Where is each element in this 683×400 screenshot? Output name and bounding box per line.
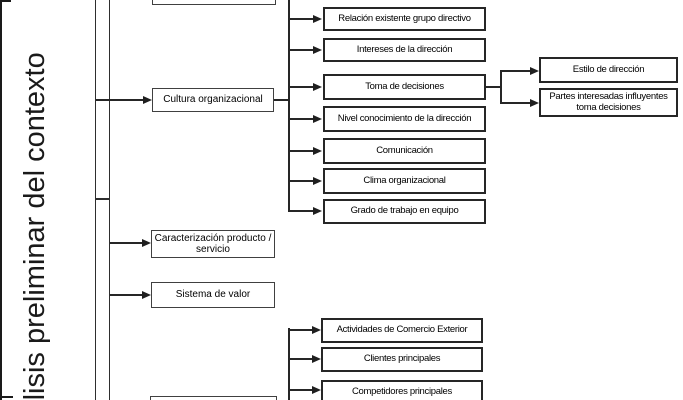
- connector-line: [290, 49, 313, 51]
- node-clientes-principales: Clientes principales: [321, 347, 483, 372]
- connector-line: [290, 210, 313, 212]
- connector-line: [290, 358, 312, 360]
- outer-left-border: [0, 0, 2, 400]
- outer-top-border-stub: [0, 0, 11, 2]
- node-actividades-comercio-exterior: Actividades de Comercio Exterior: [321, 318, 483, 343]
- connector-line: [290, 389, 312, 391]
- node-estilo-direccion: Estilo de dirección: [539, 57, 678, 83]
- connector-line: [110, 242, 142, 244]
- node-nivel-conocimiento: Nivel conocimiento de la dirección: [323, 106, 486, 132]
- node-intereses-direccion: Intereses de la dirección: [323, 38, 486, 62]
- arrow-icon: [313, 114, 322, 123]
- connector-line: [96, 99, 143, 101]
- node-grado-trabajo-equipo: Grado de trabajo en equipo: [323, 199, 486, 224]
- node-comunicacion: Comunicación: [323, 138, 486, 164]
- section-title-vertical: Análisis preliminar del contexto: [19, 52, 51, 400]
- connector-line: [486, 86, 501, 88]
- arrow-icon: [313, 45, 322, 54]
- connector-trunk-upper: [288, 0, 290, 212]
- arrow-icon: [143, 95, 152, 104]
- node-competidores-principales: Competidores principales: [321, 380, 483, 400]
- connector-line: [290, 150, 313, 152]
- node-partes-interesadas: Partes interesadas influyentes toma deci…: [539, 88, 678, 117]
- arrow-icon: [312, 325, 321, 334]
- arrow-icon: [142, 238, 151, 247]
- connector-line: [290, 18, 313, 20]
- node-clima-organizacional: Clima organizacional: [323, 168, 486, 194]
- node-cultura-organizacional: Cultura organizacional: [152, 88, 274, 112]
- node-toma-decisiones: Toma de decisiones: [323, 74, 486, 100]
- node-cropped-bottom: [150, 396, 277, 400]
- connector-line: [290, 86, 313, 88]
- connector-line: [502, 70, 530, 72]
- connector-line: [290, 180, 313, 182]
- node-relacion-grupo-directivo: Relación existente grupo directivo: [323, 7, 486, 31]
- connector-trunk-toma: [500, 70, 502, 104]
- arrow-icon: [142, 290, 151, 299]
- connector-line: [110, 294, 142, 296]
- arrow-icon: [313, 82, 322, 91]
- connector-line: [274, 99, 290, 101]
- node-sistema-de-valor: Sistema de valor: [151, 282, 275, 308]
- connector-line: [502, 102, 530, 104]
- node-cropped-top: [152, 0, 276, 5]
- arrow-icon: [312, 385, 321, 394]
- group-bracket-bottom: [95, 199, 110, 400]
- arrow-icon: [312, 354, 321, 363]
- connector-trunk-lower: [288, 328, 290, 400]
- arrow-icon: [313, 14, 322, 23]
- connector-line: [290, 329, 312, 331]
- arrow-icon: [530, 98, 539, 107]
- arrow-icon: [313, 146, 322, 155]
- outer-bottom-border-stub: [0, 396, 13, 398]
- connector-line: [290, 118, 313, 120]
- arrow-icon: [530, 66, 539, 75]
- arrow-icon: [313, 176, 322, 185]
- arrow-icon: [313, 206, 322, 215]
- node-caracterizacion-producto: Caracterización producto / servicio: [151, 230, 275, 258]
